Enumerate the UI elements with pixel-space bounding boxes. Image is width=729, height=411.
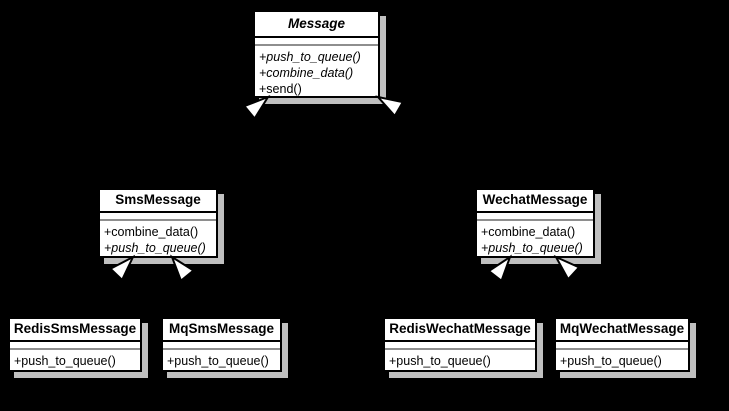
methods-compartment: +combine_data() +push_to_queue() [477, 221, 593, 257]
methods-compartment: +combine_data() +push_to_queue() [100, 221, 216, 257]
method-item: +push_to_queue() [14, 354, 116, 368]
generalization-arrowhead-icon [170, 254, 196, 283]
attributes-compartment [556, 342, 688, 350]
class-name: MqSmsMessage [163, 319, 280, 342]
method-item: +push_to_queue() [389, 354, 491, 368]
class-box-wechat-message: WechatMessage +combine_data() +push_to_q… [475, 188, 595, 258]
generalization-line-wechat-to-message [398, 108, 536, 189]
method-item: +send() [259, 82, 302, 96]
class-box-mq-wechat-message: MqWechatMessage +push_to_queue() [554, 317, 690, 372]
methods-compartment: +push_to_queue() +combine_data() +send() [255, 46, 378, 98]
class-box-redis-wechat-message: RedisWechatMessage +push_to_queue() [383, 317, 537, 372]
generalization-arrowhead-icon [242, 94, 271, 121]
generalization-arrowhead-icon [375, 95, 405, 118]
generalization-arrowhead-icon [553, 254, 581, 281]
class-name: Message [255, 12, 378, 38]
generalization-line-rediswechat-to-wechat [459, 275, 496, 318]
class-box-message: Message +push_to_queue() +combine_data()… [253, 10, 380, 98]
class-name: RedisSmsMessage [10, 319, 140, 342]
method-item: +push_to_queue() [104, 241, 206, 255]
generalization-arrowhead-icon [487, 254, 512, 283]
attributes-compartment [255, 38, 378, 46]
generalization-line-mqwechat-to-wechat [572, 272, 622, 318]
method-item: +combine_data() [481, 225, 576, 239]
generalization-arrowhead-icon [108, 254, 136, 282]
class-box-redis-sms-message: RedisSmsMessage +push_to_queue() [8, 317, 142, 372]
generalization-line-mqsms-to-sms [186, 274, 222, 318]
class-box-mq-sms-message: MqSmsMessage +push_to_queue() [161, 317, 282, 372]
class-name: WechatMessage [477, 190, 593, 213]
method-item: +combine_data() [104, 225, 199, 239]
attributes-compartment [10, 342, 140, 350]
generalization-line-redissms-to-sms [74, 273, 118, 318]
generalization-line-sms-to-message [157, 111, 251, 189]
method-item: +combine_data() [259, 66, 354, 80]
attributes-compartment [100, 213, 216, 221]
method-item: +push_to_queue() [259, 50, 361, 64]
class-box-sms-message: SmsMessage +combine_data() +push_to_queu… [98, 188, 218, 258]
class-name: SmsMessage [100, 190, 216, 213]
class-name: RedisWechatMessage [385, 319, 535, 342]
method-item: +push_to_queue() [167, 354, 269, 368]
method-item: +push_to_queue() [481, 241, 583, 255]
attributes-compartment [385, 342, 535, 350]
methods-compartment: +push_to_queue() [385, 350, 535, 370]
attributes-compartment [477, 213, 593, 221]
methods-compartment: +push_to_queue() [10, 350, 140, 370]
method-item: +push_to_queue() [560, 354, 662, 368]
methods-compartment: +push_to_queue() [556, 350, 688, 370]
attributes-compartment [163, 342, 280, 350]
class-name: MqWechatMessage [556, 319, 688, 342]
methods-compartment: +push_to_queue() [163, 350, 280, 370]
